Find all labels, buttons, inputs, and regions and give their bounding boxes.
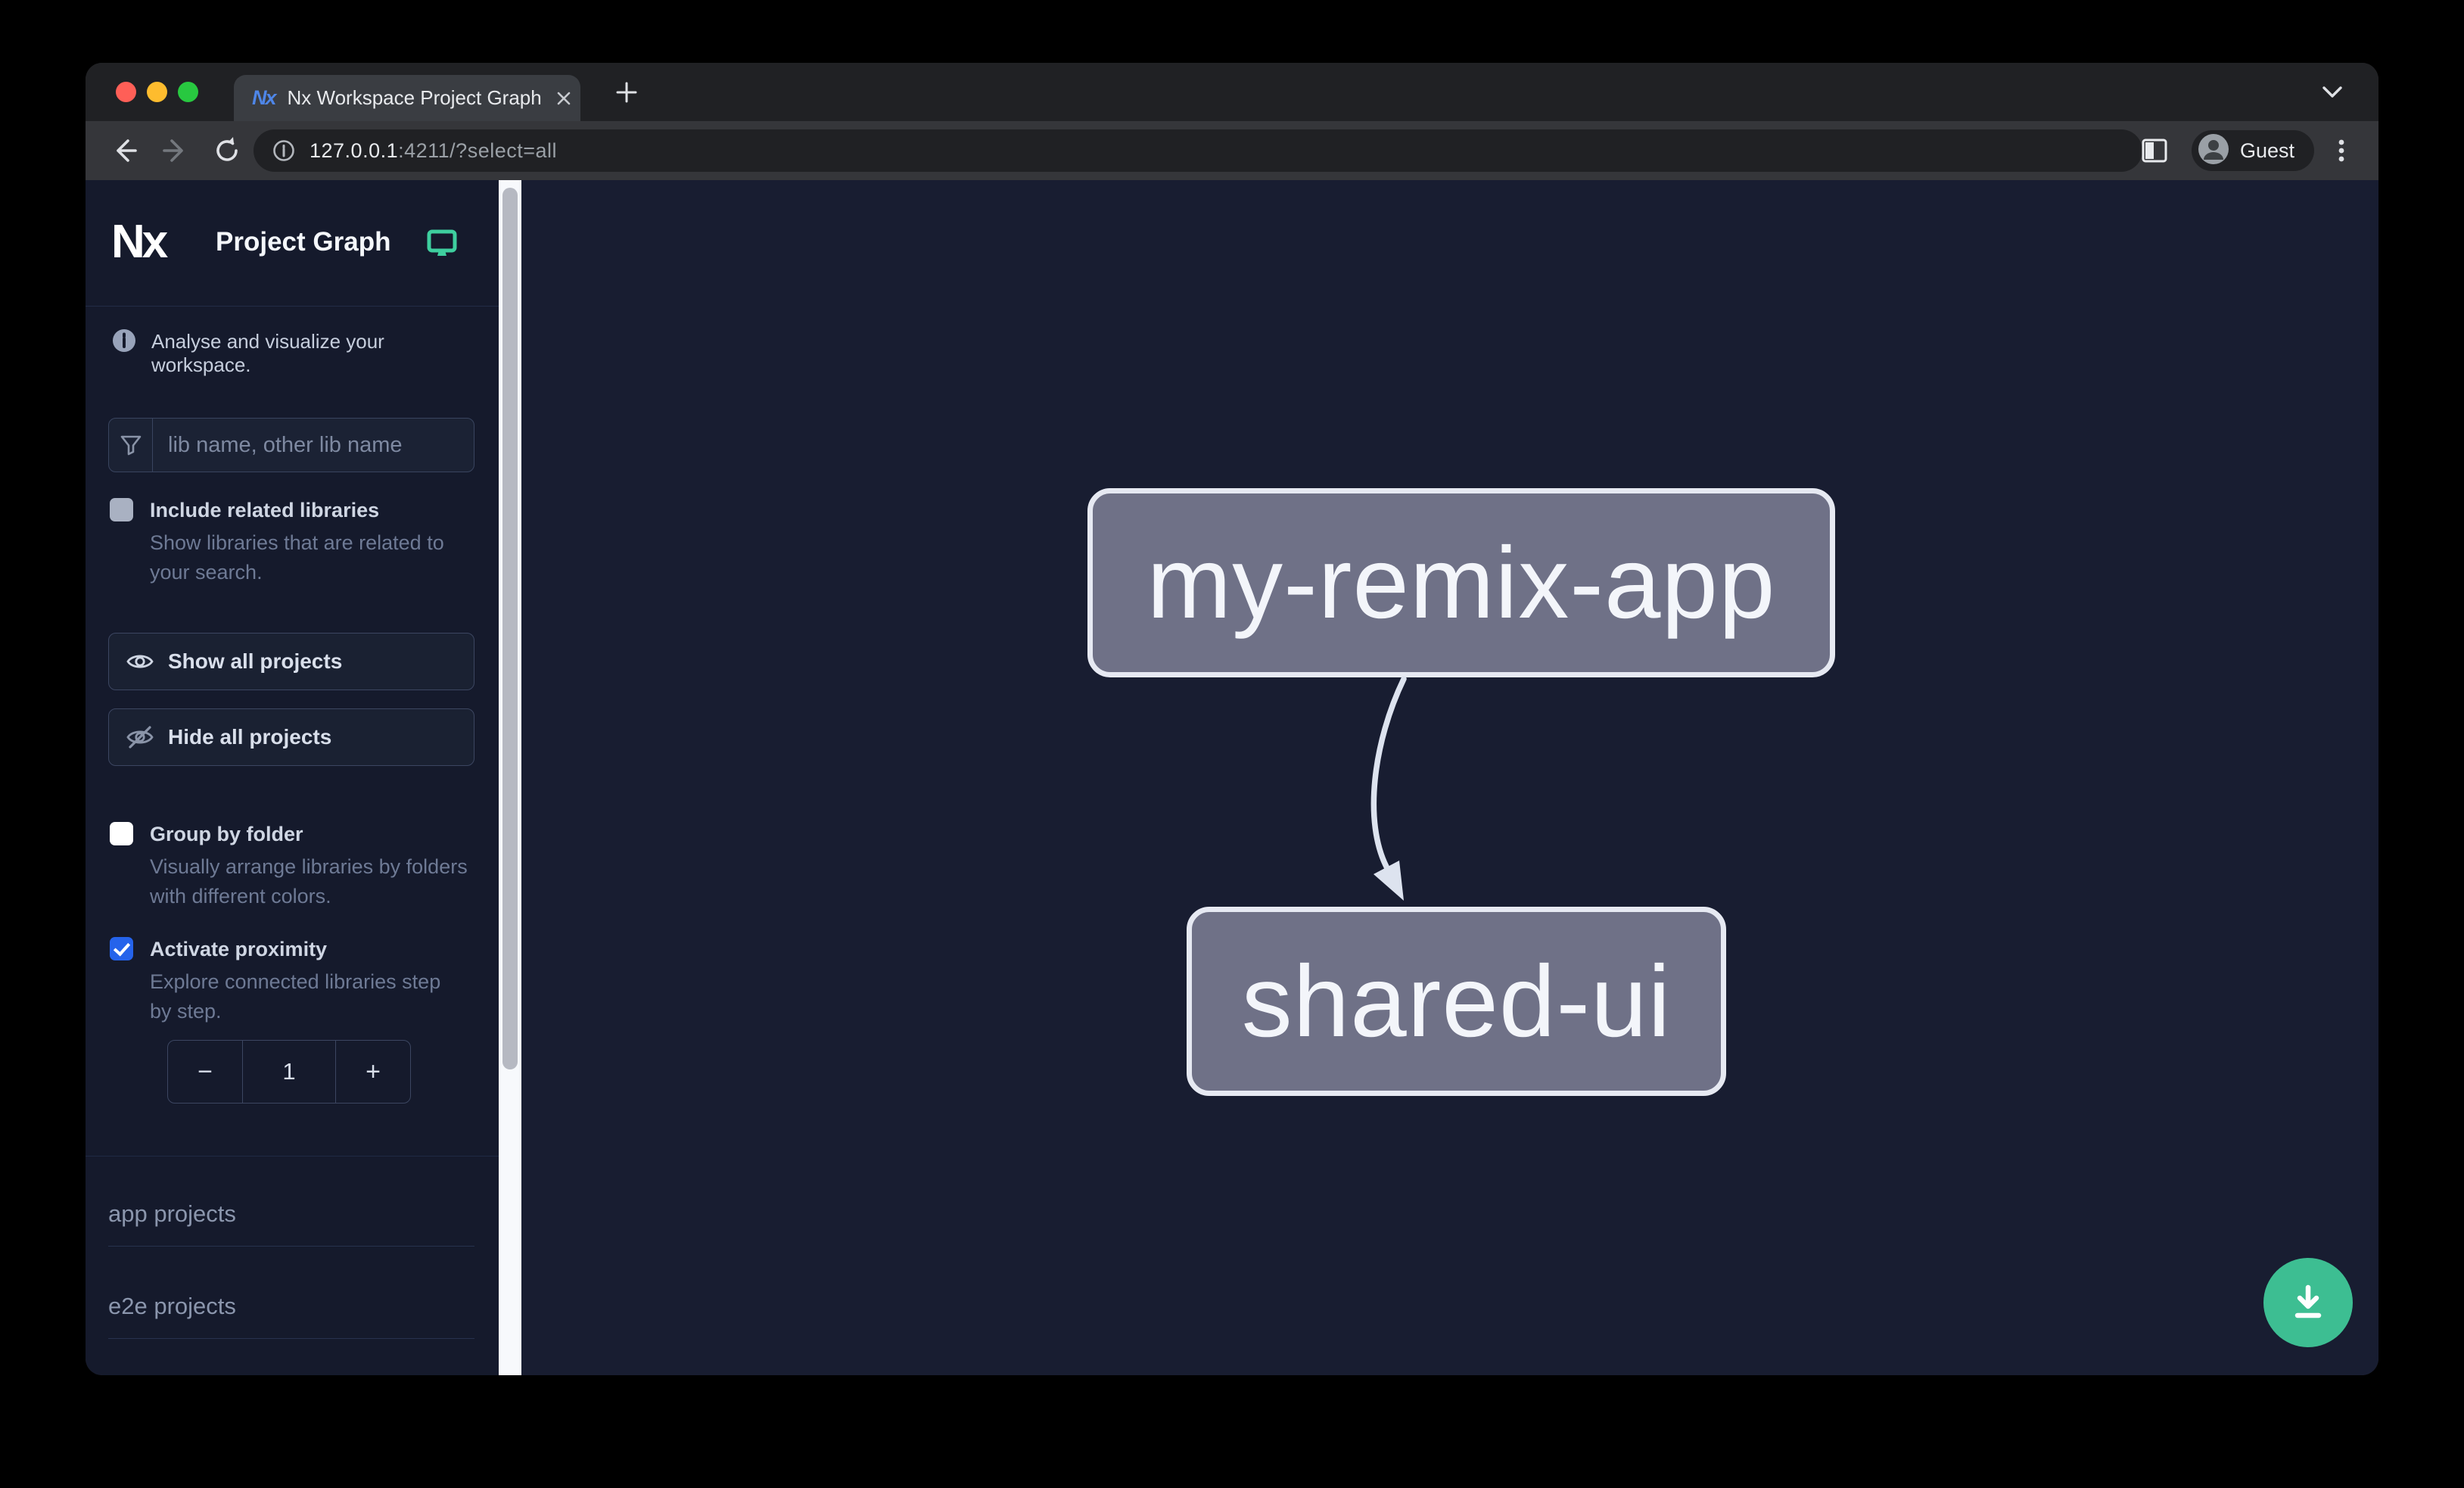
hide-all-projects-button[interactable]: Hide all projects [108,708,474,766]
group-by-folder-checkbox[interactable] [110,822,133,845]
side-panel-icon[interactable] [2141,138,2168,163]
activate-proximity-label: Activate proximity [150,938,328,960]
stepper-decrement-button[interactable]: − [198,1057,213,1086]
sidebar-scrollbar-track[interactable] [499,180,521,1375]
tab-close-icon[interactable] [554,89,574,108]
eye-icon [126,650,154,673]
avatar [2198,133,2229,169]
node-label: shared-ui [1241,945,1672,1058]
traffic-zoom-button[interactable] [178,82,198,102]
hide-all-projects-label: Hide all projects [168,725,332,749]
graph-canvas[interactable]: my-remix-app shared-ui [521,180,2378,1375]
show-all-projects-label: Show all projects [168,649,343,673]
new-tab-button[interactable] [615,81,638,104]
graph-node-my-remix-app[interactable]: my-remix-app [1087,488,1835,677]
profile-label: Guest [2239,139,2294,162]
tab-strip: Nx Nx Workspace Project Graph [86,63,2378,121]
node-label: my-remix-app [1146,526,1776,640]
filter-box [108,418,474,472]
traffic-minimize-button[interactable] [147,82,167,102]
info-icon [112,328,136,356]
browser-window: Nx Nx Workspace Project Graph 127. [86,63,2378,1375]
stepper-value: 1 [242,1041,336,1103]
download-icon [2287,1280,2329,1326]
include-related-checkbox[interactable] [110,498,133,521]
traffic-close-button[interactable] [116,82,136,102]
activate-proximity-description: Explore connected libraries step by step… [150,970,441,1023]
tab-search-chevron-icon[interactable] [2321,84,2344,101]
activate-proximity-checkbox[interactable] [110,937,133,960]
filter-icon [109,419,153,472]
section-app-projects: app projects [108,1200,474,1247]
back-button[interactable] [108,135,140,167]
download-graph-button[interactable] [2263,1258,2353,1347]
group-by-folder-description: Visually arrange libraries by folders wi… [150,855,468,907]
sidebar: Nx Project Graph Analyse and visualize y… [86,180,499,1375]
graph-edge-my-remix-app-to-shared-ui [1370,676,1407,901]
monitor-icon[interactable] [426,229,458,259]
graph-node-shared-ui[interactable]: shared-ui [1187,907,1726,1096]
tagline-text: Analyse and visualize your workspace. [151,330,384,376]
eye-off-icon [126,725,154,749]
page-title: Project Graph [216,227,391,257]
include-related-label: Include related libraries [150,499,380,521]
site-info-icon[interactable] [272,139,296,163]
profile-button[interactable]: Guest [2191,130,2314,171]
address-bar[interactable]: 127.0.0.1:4211/?select=all [254,129,2142,172]
browser-tab[interactable]: Nx Nx Workspace Project Graph [234,75,580,121]
section-e2e-projects: e2e projects [108,1293,474,1339]
nx-logo: Nx [111,216,168,268]
include-related-description: Show libraries that are related to your … [150,531,444,584]
browser-menu-icon[interactable] [2327,136,2356,165]
show-all-projects-button[interactable]: Show all projects [108,633,474,690]
forward-button[interactable] [160,135,191,167]
nx-favicon: Nx [252,86,276,109]
stepper-increment-button[interactable]: + [366,1057,381,1086]
activate-proximity-row: Activate proximity Explore connected lib… [110,935,474,1026]
url-host: 127.0.0.1 [310,139,399,162]
url-path: :4211/?select=all [398,139,558,162]
header-divider [86,306,499,307]
proximity-stepper: − 1 + [167,1040,411,1104]
reload-button[interactable] [211,135,243,167]
group-by-folder-label: Group by folder [150,823,303,845]
include-related-row: Include related libraries Show libraries… [110,497,474,587]
tagline: Analyse and visualize your workspace. [112,328,475,377]
group-by-folder-row: Group by folder Visually arrange librari… [110,820,474,911]
sidebar-scrollbar-thumb[interactable] [502,188,518,1069]
tab-title: Nx Workspace Project Graph [287,86,542,109]
browser-toolbar: 127.0.0.1:4211/?select=all Guest [86,121,2378,180]
url-text: 127.0.0.1:4211/?select=all [310,139,557,163]
filter-input[interactable] [153,419,474,472]
